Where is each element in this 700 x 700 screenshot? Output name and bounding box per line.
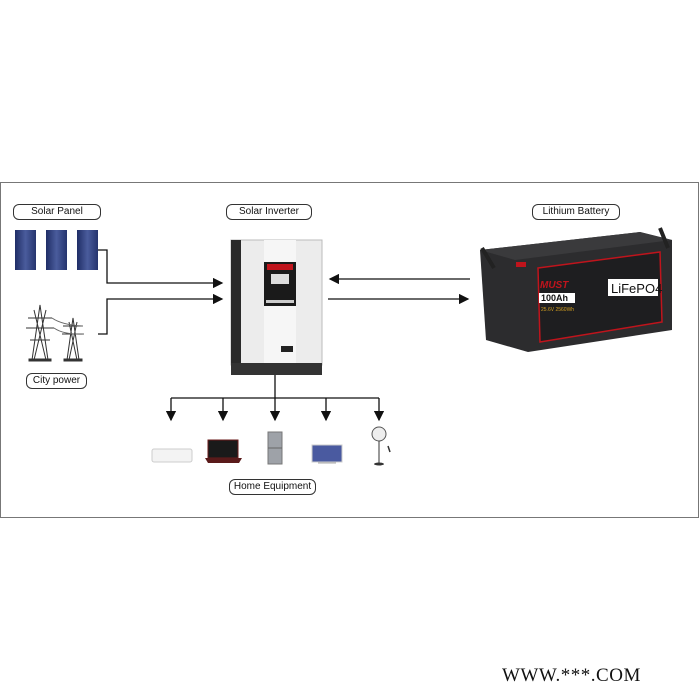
solar-panel-icon bbox=[15, 230, 98, 270]
battery-capacity: 100Ah bbox=[541, 293, 568, 303]
fan-icon bbox=[371, 426, 391, 466]
laptop-icon bbox=[205, 439, 242, 463]
solar-inverter-icon bbox=[230, 239, 323, 375]
home-equipment-label: Home Equipment bbox=[229, 479, 316, 495]
battery-spec: 25.6V 2560Wh bbox=[541, 307, 574, 313]
city-power-label: City power bbox=[26, 373, 87, 389]
lithium-battery-icon: MUST 100Ah 25.6V 2560Wh LiFePO4 bbox=[480, 227, 672, 352]
solar-panel-label: Solar Panel bbox=[13, 204, 101, 220]
lithium-battery-label: Lithium Battery bbox=[532, 204, 620, 220]
connection-lines bbox=[98, 249, 470, 422]
refrigerator-icon bbox=[267, 431, 283, 465]
watermark: WWW.***.COM bbox=[502, 665, 641, 686]
battery-brand: MUST bbox=[540, 280, 569, 291]
air-conditioner-icon bbox=[151, 448, 193, 463]
television-icon bbox=[311, 444, 343, 464]
power-tower-icon bbox=[26, 304, 85, 362]
solar-inverter-label: Solar Inverter bbox=[226, 204, 312, 220]
battery-chemistry: LiFePO4 bbox=[611, 281, 662, 296]
diagram-frame bbox=[0, 182, 699, 518]
